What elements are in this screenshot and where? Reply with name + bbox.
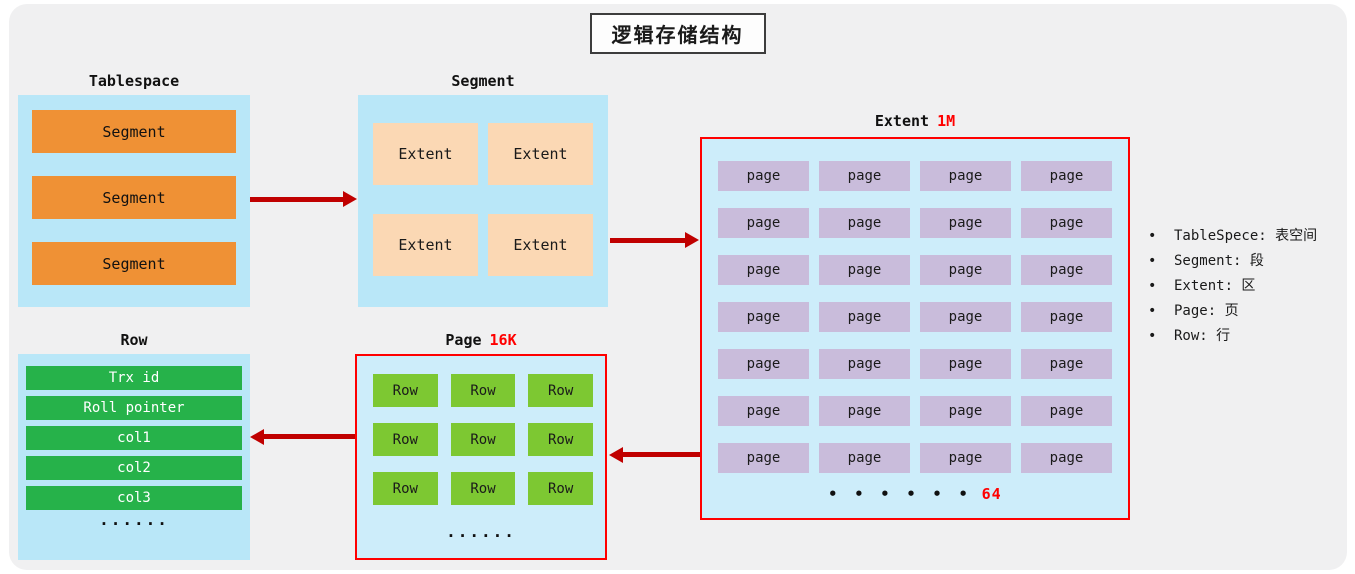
arrow-extent-to-page-line xyxy=(622,452,700,457)
diagram-title: 逻辑存储结构 xyxy=(589,13,766,54)
page-cell: page xyxy=(920,161,1011,191)
extent-panel-label: Extent 1M xyxy=(700,112,1130,130)
page-panel: Row Row Row Row Row Row Row Row Row ....… xyxy=(355,354,607,560)
arrow-segment-to-extent-line xyxy=(610,238,687,243)
extent-panel: page page page page page page page page … xyxy=(700,137,1130,520)
page-cell: page xyxy=(718,349,809,379)
segment-bar: Segment xyxy=(32,176,236,219)
page-cell: page xyxy=(819,396,910,426)
legend-item-row: • Row: 行 xyxy=(1148,324,1317,349)
page-cell: page xyxy=(718,255,809,285)
row-panel: Trx id Roll pointer col1 col2 col3 .....… xyxy=(18,354,250,560)
page-cell: page xyxy=(1021,396,1112,426)
arrow-tablespace-to-segment-head xyxy=(343,191,357,207)
page-cell: page xyxy=(920,349,1011,379)
row-cell: Row xyxy=(528,374,593,407)
arrow-extent-to-page-head xyxy=(609,447,623,463)
page-cell: page xyxy=(819,161,910,191)
segment-panel-label: Segment xyxy=(451,72,515,90)
row-cell: Row xyxy=(373,472,438,505)
field-bar-col1: col1 xyxy=(26,426,242,450)
page-ellipsis: ...... xyxy=(446,522,516,541)
bullet-icon: • xyxy=(1148,303,1157,319)
arrow-tablespace-to-segment-line xyxy=(250,197,345,202)
ellipsis-dots: • • • • • • xyxy=(828,485,972,503)
field-bar-trx-id: Trx id xyxy=(26,366,242,390)
row-cell: Row xyxy=(450,374,516,407)
page-cell: page xyxy=(920,443,1011,473)
page-size-text: 16K xyxy=(489,331,517,349)
row-ellipsis: ...... xyxy=(99,510,169,529)
field-bar-col3: col3 xyxy=(26,486,242,510)
extent-cell: Extent xyxy=(488,123,593,185)
page-cell: page xyxy=(1021,161,1112,191)
row-cell: Row xyxy=(450,472,516,505)
page-cell: page xyxy=(1021,349,1112,379)
tablespace-segments: Segment Segment Segment xyxy=(32,110,236,285)
legend-text: TableSpece: 表空间 xyxy=(1174,228,1318,244)
segment-panel: Extent Extent Extent Extent xyxy=(358,95,608,307)
page-cell: page xyxy=(1021,443,1112,473)
page-cell: page xyxy=(718,443,809,473)
row-fields: Trx id Roll pointer col1 col2 col3 xyxy=(26,366,242,510)
page-cell: page xyxy=(920,396,1011,426)
page-cell: page xyxy=(819,302,910,332)
extent-cell: Extent xyxy=(373,214,478,276)
segment-bar: Segment xyxy=(32,110,236,153)
segment-bar: Segment xyxy=(32,242,236,285)
page-cell: page xyxy=(718,208,809,238)
page-panel-label: Page 16K xyxy=(355,331,607,349)
page-cell: page xyxy=(819,443,910,473)
legend-item-page: • Page: 页 xyxy=(1148,299,1317,324)
row-cell: Row xyxy=(528,472,593,505)
page-cell: page xyxy=(819,208,910,238)
page-rows-grid: Row Row Row Row Row Row Row Row Row xyxy=(373,374,593,505)
page-cell: page xyxy=(819,349,910,379)
extent-cell: Extent xyxy=(488,214,593,276)
extent-count: 64 xyxy=(981,485,1002,503)
extent-size-text: 1M xyxy=(937,112,956,130)
row-cell: Row xyxy=(450,423,516,456)
page-cell: page xyxy=(718,396,809,426)
bullet-icon: • xyxy=(1148,228,1157,244)
row-cell: Row xyxy=(373,423,438,456)
tablespace-panel: Segment Segment Segment xyxy=(18,95,250,307)
row-cell: Row xyxy=(528,423,593,456)
legend-text: Segment: 段 xyxy=(1174,253,1264,269)
page-cell: page xyxy=(819,255,910,285)
extent-pages-grid: page page page page page page page page … xyxy=(718,161,1112,473)
bullet-icon: • xyxy=(1148,253,1157,269)
legend-text: Page: 页 xyxy=(1174,303,1239,319)
legend-text: Row: 行 xyxy=(1174,328,1231,344)
page-cell: page xyxy=(920,302,1011,332)
page-cell: page xyxy=(1021,208,1112,238)
page-cell: page xyxy=(920,208,1011,238)
field-bar-roll-pointer: Roll pointer xyxy=(26,396,242,420)
legend-item-extent: • Extent: 区 xyxy=(1148,274,1317,299)
tablespace-label: Tablespace xyxy=(88,72,180,90)
page-cell: page xyxy=(718,161,809,191)
bullet-icon: • xyxy=(1148,278,1157,294)
diagram-title-text: 逻辑存储结构 xyxy=(611,23,744,47)
extent-cell: Extent xyxy=(373,123,478,185)
page-label-text: Page xyxy=(445,331,482,349)
segment-extents: Extent Extent Extent Extent xyxy=(373,123,593,276)
page-cell: page xyxy=(1021,302,1112,332)
legend-item-segment: • Segment: 段 xyxy=(1148,249,1317,274)
row-cell: Row xyxy=(373,374,438,407)
arrow-segment-to-extent-head xyxy=(685,232,699,248)
arrow-page-to-row-head xyxy=(250,429,264,445)
bullet-icon: • xyxy=(1148,328,1157,344)
page-cell: page xyxy=(1021,255,1112,285)
row-panel-label: Row xyxy=(120,331,148,349)
page-cell: page xyxy=(920,255,1011,285)
arrow-page-to-row-line xyxy=(263,434,355,439)
extent-ellipsis: • • • • • • 64 xyxy=(702,485,1128,503)
page-cell: page xyxy=(718,302,809,332)
field-bar-col2: col2 xyxy=(26,456,242,480)
extent-label-text: Extent xyxy=(874,112,930,130)
legend-item-tablespace: • TableSpece: 表空间 xyxy=(1148,224,1317,249)
legend: • TableSpece: 表空间 • Segment: 段 • Extent:… xyxy=(1148,224,1317,349)
legend-text: Extent: 区 xyxy=(1174,278,1256,294)
